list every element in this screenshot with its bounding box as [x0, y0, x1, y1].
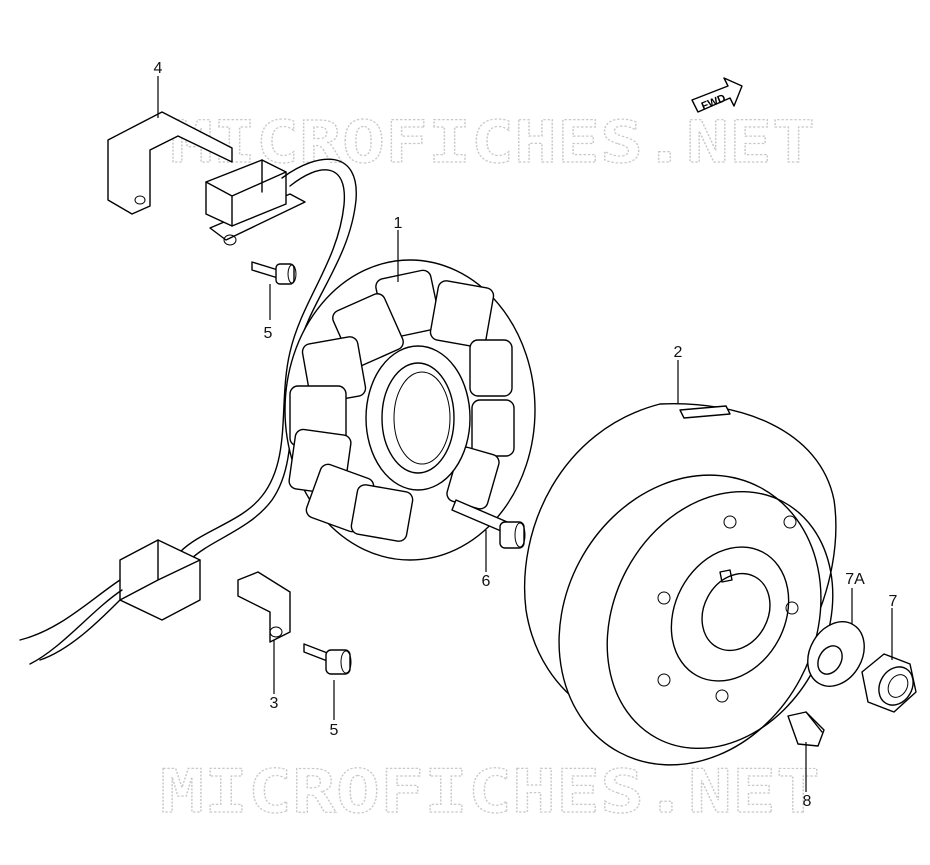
rotor-part — [523, 402, 837, 766]
watermark-top: MICROFICHES.NET — [170, 108, 815, 176]
key-part — [787, 711, 825, 747]
screw-top-part — [251, 261, 297, 285]
callout-1: 1 — [394, 215, 403, 232]
callout-5-top: 5 — [264, 325, 273, 342]
stator-bolt-part — [451, 499, 526, 549]
wire-harness — [19, 158, 357, 665]
callout-7a: 7A — [845, 571, 865, 588]
watermark-bottom: MICROFICHES.NET — [160, 757, 820, 827]
nut-part — [861, 653, 917, 713]
callout-2: 2 — [674, 344, 683, 361]
washer-part — [807, 621, 865, 687]
connector-top — [205, 159, 287, 227]
screw-bottom-part — [303, 643, 352, 675]
callout-6: 6 — [482, 573, 491, 590]
stator-part — [284, 259, 536, 561]
callout-7: 7 — [889, 593, 898, 610]
leader-lines — [157, 76, 893, 792]
callout-8: 8 — [803, 793, 812, 810]
callout-4: 4 — [154, 60, 163, 77]
callout-3: 3 — [270, 695, 279, 712]
clamp-part — [237, 571, 291, 643]
callout-5-bottom: 5 — [330, 722, 339, 739]
